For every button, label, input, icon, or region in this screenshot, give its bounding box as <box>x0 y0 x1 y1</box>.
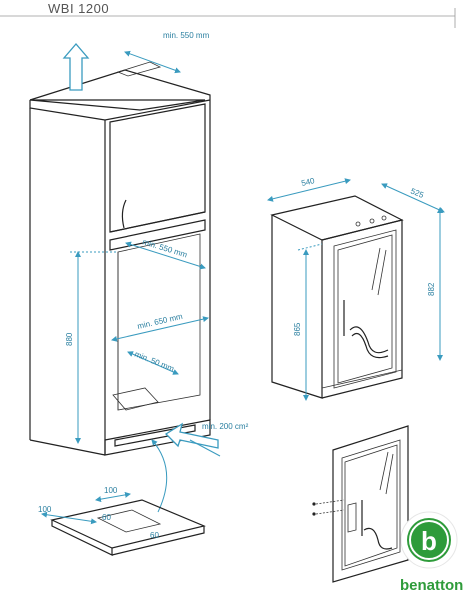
benatton-logo: b <box>400 511 458 569</box>
door-detail <box>312 425 409 583</box>
appliance-width-dimension: 540 <box>267 176 351 202</box>
wine-cooler <box>270 195 404 399</box>
vent-area-label: min. 200 cm² <box>202 422 249 431</box>
appliance-depth-dimension: 525 <box>381 183 445 213</box>
vent-plate-dim-a: 100 <box>38 505 52 514</box>
logo-letter: b <box>421 526 437 556</box>
back-depth-label: min. 650 mm <box>136 312 183 331</box>
cabinet-height-dimension: 880 <box>65 251 118 444</box>
top-depth-dimension: min. 550 mm <box>124 31 210 74</box>
vent-link-arrow <box>151 439 168 513</box>
appliance-total-height-dimension: 882 <box>427 207 443 361</box>
appliance-depth-label: 525 <box>409 187 425 201</box>
vent-plate-dim-d: 60 <box>150 531 159 540</box>
opening-depth-label: min. 550 mm <box>141 237 188 259</box>
vent-plate: 100 100 60 60 <box>38 486 206 556</box>
back-depth-dimension: min. 650 mm <box>111 312 209 342</box>
vent-area-callout: min. 200 cm² <box>164 422 249 457</box>
exhaust-arrow <box>62 43 90 91</box>
cabinet-height-label: 880 <box>65 332 74 346</box>
appliance-height-label: 865 <box>293 322 302 336</box>
appliance-total-height-label: 882 <box>427 282 436 296</box>
logo-wordmark: benatton <box>400 577 463 594</box>
appliance-width-label: 540 <box>300 176 316 188</box>
top-depth-label: min. 550 mm <box>163 31 210 40</box>
gap-label: min. 50 mm <box>133 350 175 374</box>
vent-plate-dim-b: 100 <box>104 486 118 495</box>
model-title: WBI 1200 <box>48 1 109 16</box>
vent-plate-dim-c: 60 <box>102 513 111 522</box>
logo-circle <box>407 518 451 562</box>
appliance-height-dimension: 865 <box>293 243 323 401</box>
gap-dimension: min. 50 mm <box>127 350 179 375</box>
